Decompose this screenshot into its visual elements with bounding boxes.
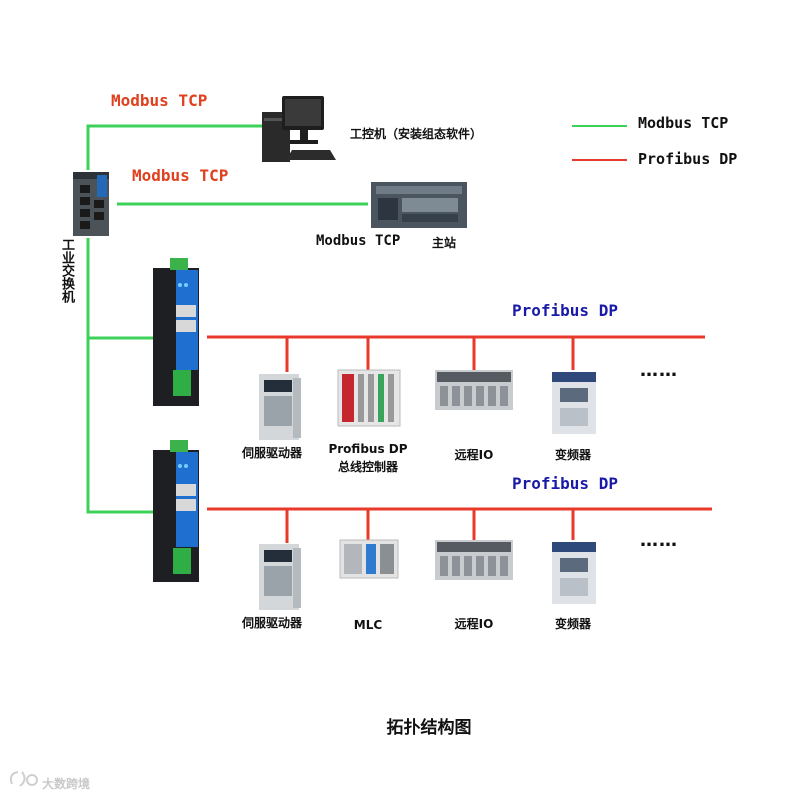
diagram-title: 拓扑结构图: [386, 718, 472, 738]
label-master-protocol: Modbus TCP: [316, 233, 401, 249]
switch-trunk: [86, 238, 155, 514]
gateway-1-icon: [153, 258, 199, 406]
label-inverter-2: 变频器: [554, 617, 591, 631]
label-industrial-pc: 工控机（安装组态软件）: [350, 127, 483, 141]
inverter-2-icon: [552, 542, 596, 604]
label-industrial-switch: 工业交换机: [59, 238, 74, 303]
legend-modbus-label: Modbus TCP: [638, 114, 729, 132]
label-inverter-1: 变频器: [554, 448, 591, 462]
legend-profibus-label: Profibus DP: [638, 150, 738, 168]
more-devices-bus-2: ……: [640, 530, 678, 551]
label-profibus-bus-2: Profibus DP: [512, 474, 618, 493]
label-bus-controller-line2: 总线控制器: [337, 460, 398, 474]
label-remote-io-1: 远程IO: [454, 448, 494, 462]
watermark-text: 大数跨境: [42, 777, 91, 791]
label-mlc: MLC: [353, 618, 383, 632]
label-remote-io-2: 远程IO: [454, 617, 494, 631]
servo-drive-2-icon: [259, 544, 301, 610]
gateway-2-icon: [153, 440, 199, 582]
profibus-dp-bus-2: [207, 507, 712, 543]
label-bus-controller-line1: Profibus DP: [328, 442, 408, 456]
modbus-tcp-links: [86, 124, 368, 514]
mlc-icon: [339, 539, 399, 579]
label-modbus-tcp-master: Modbus TCP: [132, 166, 229, 185]
label-servo-drive-2: 伺服驱动器: [241, 616, 302, 630]
label-modbus-tcp-pc: Modbus TCP: [111, 91, 208, 110]
profibus-dp-bus-1: [207, 335, 705, 372]
watermark-logo-icon: [9, 771, 38, 787]
remote-io-2-icon: [435, 540, 513, 580]
label-profibus-bus-1: Profibus DP: [512, 301, 618, 320]
more-devices-bus-1: ……: [640, 360, 678, 381]
industrial-switch-icon: [73, 172, 109, 236]
servo-drive-1-icon: [259, 374, 301, 440]
inverter-1-icon: [552, 372, 596, 434]
link-switch-to-pc: [86, 124, 262, 170]
bus-controller-icon: [337, 369, 401, 427]
industrial-pc-icon: [262, 96, 336, 162]
plc-master-icon: [371, 182, 467, 228]
label-master-station: 主站: [432, 236, 457, 250]
label-servo-drive-1: 伺服驱动器: [241, 446, 302, 460]
remote-io-1-icon: [435, 370, 513, 410]
